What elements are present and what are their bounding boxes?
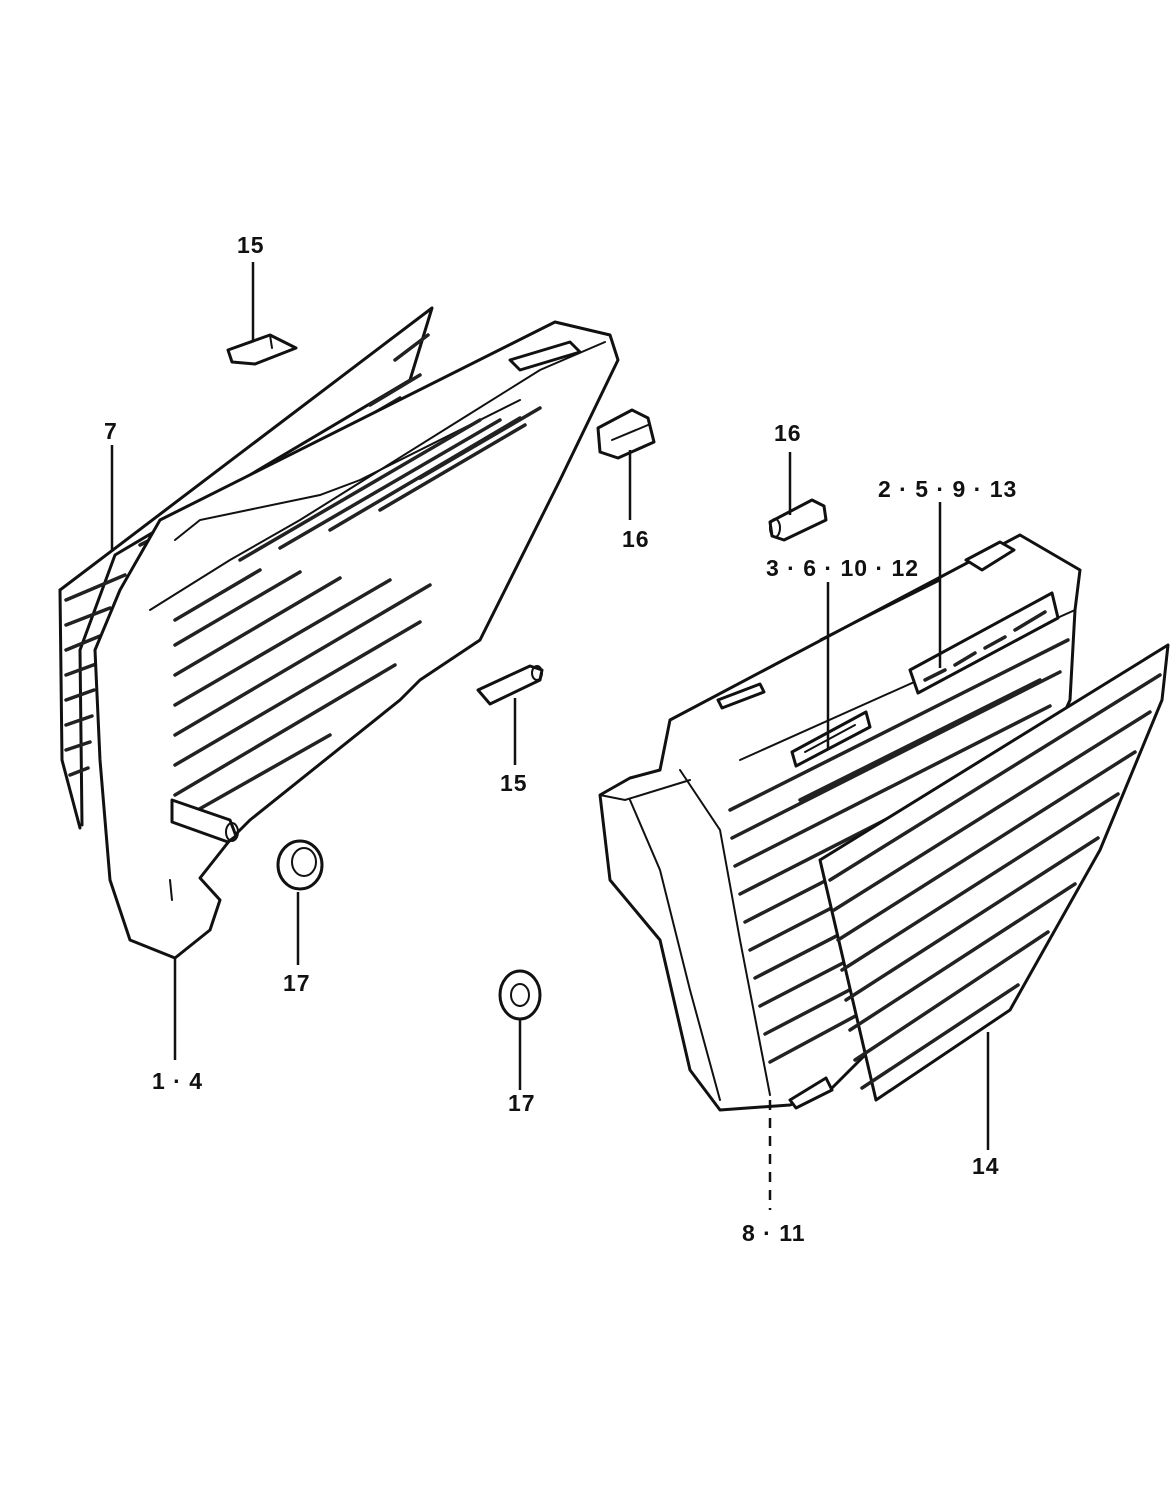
callout-7: 7 xyxy=(104,418,118,444)
leader-lines xyxy=(110,262,990,1210)
callout-8-11: 8 · 11 xyxy=(742,1220,806,1246)
clip-part-15-top xyxy=(226,333,298,366)
right-outer-panel-part-14 xyxy=(818,643,1170,1102)
callout-17-left: 17 xyxy=(283,970,311,996)
callout-15-mid: 15 xyxy=(500,770,528,796)
callout-17-mid: 17 xyxy=(508,1090,536,1116)
clip-part-16-left xyxy=(596,408,656,460)
callout-2-5-9-13: 2 · 5 · 9 · 13 xyxy=(878,476,1018,502)
callout-3-6-10-12: 3 · 6 · 10 · 12 xyxy=(766,555,920,581)
callout-16-left: 16 xyxy=(622,526,650,552)
clip-part-16-right xyxy=(768,498,828,542)
callout-15-top: 15 xyxy=(237,232,265,258)
grommet-part-17-mid xyxy=(498,969,542,1021)
callout-16-right: 16 xyxy=(774,420,802,446)
clip-part-15-mid xyxy=(476,664,544,706)
grommet-part-17-left xyxy=(276,839,324,891)
left-side-cover-part-1-4 xyxy=(93,320,620,960)
callout-14: 14 xyxy=(972,1153,1000,1179)
callout-1-4: 1 · 4 xyxy=(152,1068,204,1094)
